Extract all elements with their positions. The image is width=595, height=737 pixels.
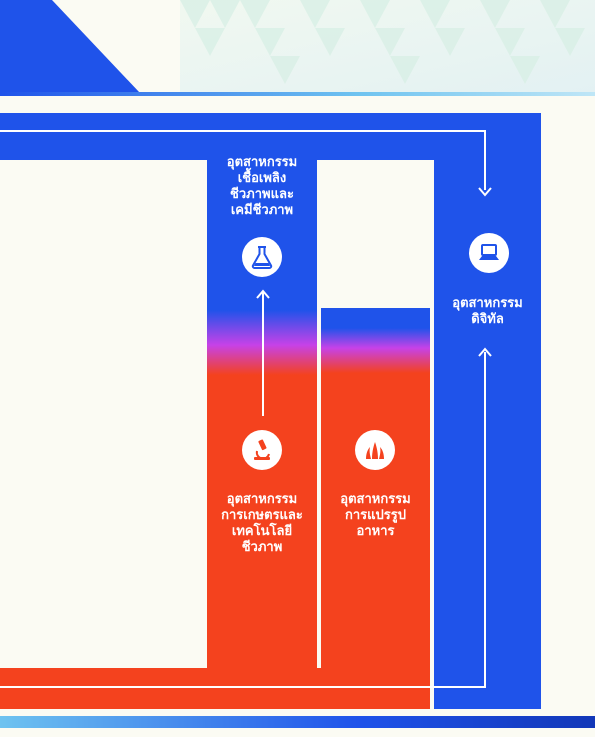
flow-line-right-up — [484, 352, 486, 688]
panel-left — [0, 160, 207, 668]
column-food — [321, 308, 430, 668]
footer-stripe — [0, 716, 595, 728]
node-icon-biofuel — [242, 237, 282, 277]
flow-line-top — [0, 130, 486, 132]
microscope-icon — [254, 439, 270, 460]
arrow-up-icon — [478, 347, 492, 357]
panel-right-divider — [430, 308, 434, 709]
node-label-digital: อุตสาหกรรม ดิจิทัล — [452, 296, 523, 327]
flow-line-bottom — [0, 686, 486, 688]
header-underline — [0, 92, 595, 96]
panel-middle-top — [317, 160, 434, 308]
node-icon-digital — [469, 233, 509, 273]
flow-line-top-down — [484, 130, 486, 190]
node-icon-food — [355, 430, 395, 470]
arrow-up-icon — [256, 289, 270, 299]
bottom-red-bar — [0, 668, 430, 709]
arrow-down-icon — [478, 187, 492, 197]
grass-icon — [366, 442, 384, 459]
node-label-food: อุตสาหกรรม การแปรรูป อาหาร — [340, 492, 411, 539]
laptop-icon — [479, 244, 499, 260]
flask-icon — [251, 246, 273, 269]
node-icon-agri — [242, 430, 282, 470]
header-triangle-pattern — [180, 0, 595, 93]
flow-line-agri-to-biofuel — [262, 292, 264, 416]
node-label-biofuel: อุตสาหกรรม เชื้อเพลิง ชีวภาพและ เคมีชีวภ… — [226, 155, 298, 218]
panel-middle-divider — [317, 308, 321, 668]
node-label-agri: อุตสาหกรรม การเกษตรและ เทคโนโลยี ชีวภาพ — [221, 492, 303, 555]
